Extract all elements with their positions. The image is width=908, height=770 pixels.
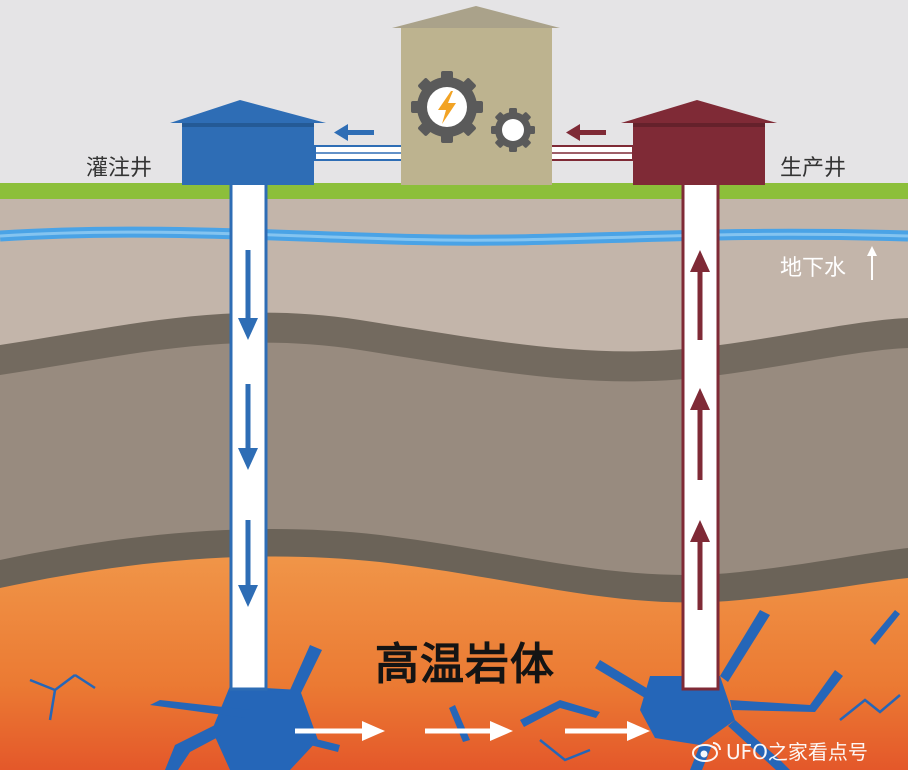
watermark-text: UFO之家看点号 [726, 740, 868, 764]
power-plant [392, 6, 560, 185]
production-well-house [621, 100, 777, 185]
arrow-left-icon [334, 124, 374, 141]
surface-pipe-left [314, 145, 404, 161]
rock-layer-middle [0, 342, 908, 575]
injection-well-label: 灌注井 [86, 156, 153, 181]
weibo-icon [692, 741, 721, 762]
gear-icon-small [491, 108, 535, 152]
groundwater-label: 地下水 [780, 256, 847, 281]
lightning-icon [438, 91, 456, 124]
fracture-lines [29, 673, 901, 762]
arrow-left-icon-red [566, 124, 606, 141]
arrow-up-icon [690, 250, 710, 610]
watermark: UFO之家看点号 [692, 736, 868, 765]
injection-well-house [170, 100, 326, 185]
production-well-label: 生产井 [780, 156, 847, 181]
hot-rock-label: 高温岩体 [375, 639, 555, 690]
groundwater-arrow-icon [867, 246, 877, 280]
ground-surface [0, 183, 908, 199]
surface-pipe-right [550, 145, 634, 161]
fracture-icon [150, 610, 900, 770]
gear-icon [411, 71, 483, 143]
arrow-right-icon [295, 721, 650, 741]
arrow-down-icon [238, 250, 258, 607]
